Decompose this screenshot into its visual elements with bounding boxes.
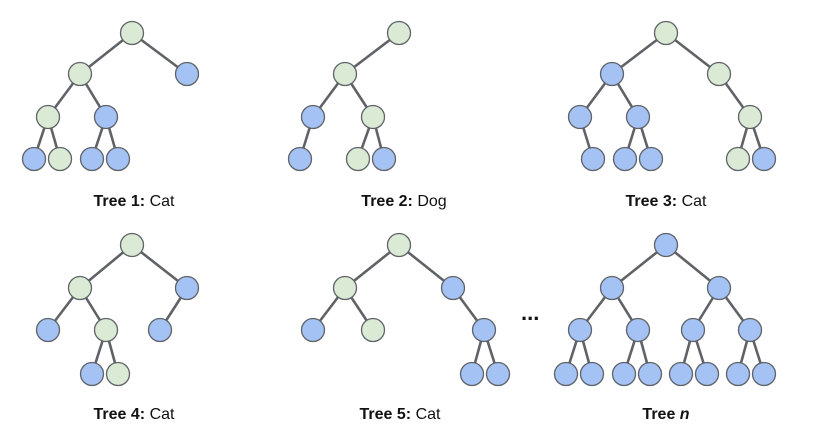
tree-node-green <box>386 232 412 258</box>
tree-4-prediction: Cat <box>149 406 175 423</box>
tree-node-blue <box>653 232 679 258</box>
tree-n-label: Tree <box>642 406 676 423</box>
tree-1-caption: Tree 1: Cat <box>24 193 244 211</box>
tree-1 <box>21 20 200 172</box>
tree-node-blue <box>580 146 606 172</box>
tree-node-blue <box>174 275 200 301</box>
tree-node-blue <box>553 361 579 387</box>
tree-n <box>553 232 777 387</box>
tree-node-blue <box>471 317 497 343</box>
tree-node-blue <box>105 146 131 172</box>
tree-4-caption: Tree 4: Cat <box>24 406 244 424</box>
tree-node-green <box>332 61 358 87</box>
tree-5-label: Tree 5: <box>359 406 412 423</box>
tree-node-blue <box>35 317 61 343</box>
tree-4-label: Tree 4: <box>93 406 146 423</box>
tree-node-green <box>360 104 386 130</box>
tree-node-blue <box>459 361 485 387</box>
tree-node-blue <box>751 361 777 387</box>
tree-node-blue <box>93 104 119 130</box>
tree-3 <box>567 20 777 172</box>
tree-5-prediction: Cat <box>415 406 441 423</box>
tree-node-blue <box>300 317 326 343</box>
tree-2-caption: Tree 2: Dog <box>294 193 514 211</box>
tree-node-green <box>706 61 732 87</box>
tree-node-blue <box>79 146 105 172</box>
tree-node-blue <box>371 146 397 172</box>
tree-node-blue <box>599 61 625 87</box>
tree-1-label: Tree 1: <box>93 193 146 210</box>
tree-node-blue <box>668 361 694 387</box>
tree-node-blue <box>579 361 605 387</box>
tree-node-green <box>653 20 679 46</box>
tree-node-blue <box>625 104 651 130</box>
tree-node-blue <box>625 317 651 343</box>
tree-node-green <box>35 104 61 130</box>
tree-node-blue <box>737 317 763 343</box>
tree-n-caption: Tree n <box>556 406 776 424</box>
tree-5 <box>300 232 511 387</box>
tree-node-green <box>725 146 751 172</box>
tree-node-blue <box>287 146 313 172</box>
tree-node-blue <box>751 146 777 172</box>
tree-node-blue <box>638 146 664 172</box>
tree-node-green <box>67 275 93 301</box>
tree-3-prediction: Cat <box>681 193 707 210</box>
tree-node-blue <box>680 317 706 343</box>
more-trees-ellipsis: ... <box>521 300 540 325</box>
tree-node-blue <box>637 361 663 387</box>
tree-node-blue <box>599 275 625 301</box>
tree-node-green <box>67 61 93 87</box>
tree-node-green <box>47 146 73 172</box>
tree-4 <box>35 232 200 387</box>
tree-node-blue <box>612 146 638 172</box>
tree-5-caption: Tree 5: Cat <box>290 406 510 424</box>
tree-2 <box>287 20 412 172</box>
tree-node-green <box>93 317 119 343</box>
tree-node-blue <box>21 146 47 172</box>
tree-node-blue <box>694 361 720 387</box>
tree-node-green <box>345 146 371 172</box>
tree-node-green <box>737 104 763 130</box>
tree-node-blue <box>485 361 511 387</box>
tree-node-green <box>119 20 145 46</box>
tree-3-caption: Tree 3: Cat <box>556 193 776 211</box>
tree-3-label: Tree 3: <box>625 193 678 210</box>
tree-1-prediction: Cat <box>149 193 175 210</box>
tree-node-blue <box>300 104 326 130</box>
tree-node-green <box>105 361 131 387</box>
tree-node-green <box>119 232 145 258</box>
tree-2-label: Tree 2: <box>361 193 413 210</box>
tree-node-blue <box>174 61 200 87</box>
tree-node-blue <box>79 361 105 387</box>
tree-node-green <box>386 20 412 46</box>
tree-node-green <box>332 275 358 301</box>
tree-node-blue <box>706 275 732 301</box>
tree-node-blue <box>725 361 751 387</box>
tree-n-variable: n <box>679 406 690 423</box>
tree-node-blue <box>611 361 637 387</box>
tree-2-prediction: Dog <box>417 193 447 210</box>
tree-node-blue <box>567 317 593 343</box>
tree-node-blue <box>567 104 593 130</box>
tree-node-green <box>360 317 386 343</box>
tree-node-blue <box>440 275 466 301</box>
tree-node-blue <box>147 317 173 343</box>
